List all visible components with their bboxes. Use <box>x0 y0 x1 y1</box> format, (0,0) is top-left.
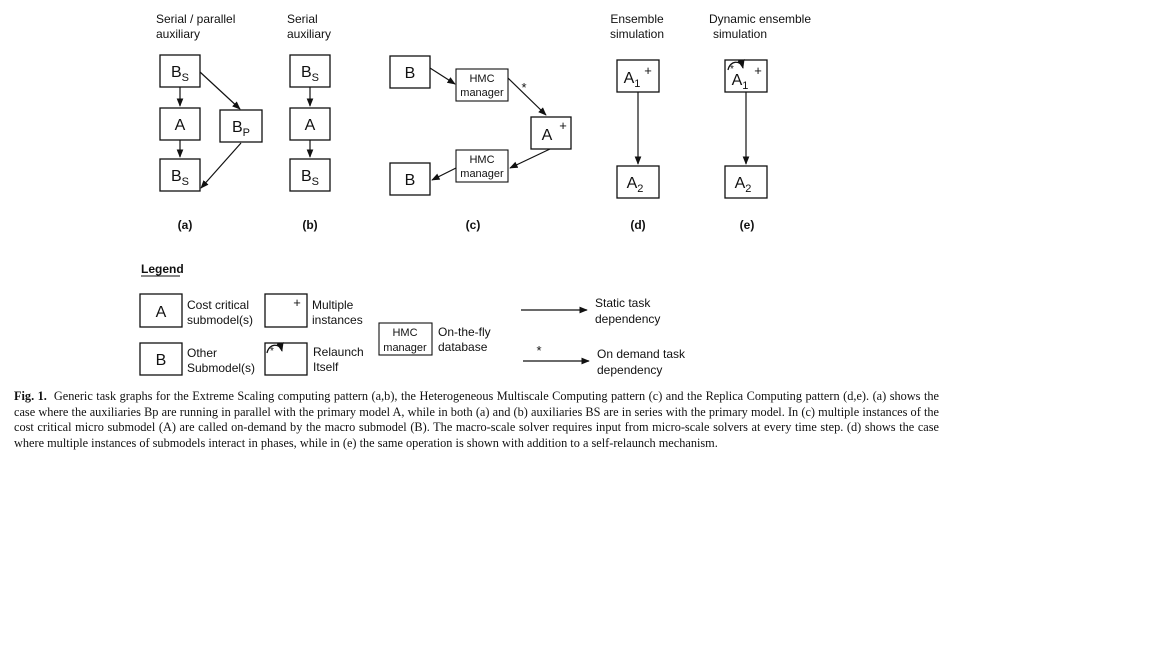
legend-cost-critical-line1: Cost critical <box>187 298 249 312</box>
legend-multiple-line2: instances <box>312 313 363 327</box>
node-b-top-label: B <box>405 65 416 82</box>
node-a <box>530 116 572 150</box>
panel-d-header-line1: Ensemble <box>610 12 664 26</box>
legend-cost-critical-box <box>139 293 183 328</box>
panel-d-label: (d) <box>630 218 645 232</box>
legend-relaunch-line2: Itself <box>313 360 339 374</box>
arrow-bp-to-bs <box>200 142 242 189</box>
legend-relaunch-line1: Relaunch <box>313 345 364 359</box>
node-b-top <box>389 55 431 89</box>
legend-relaunch-box <box>264 342 308 376</box>
legend-on-demand-line1: On demand task <box>597 347 686 361</box>
panel-a-label: (a) <box>178 218 193 232</box>
node-a1-plus: + <box>644 63 652 78</box>
figure-caption-text: Generic task graphs for the Extreme Scal… <box>14 389 939 450</box>
panel-d: Ensemble simulation A1 + A2 (d) <box>610 12 664 232</box>
hmc-manager-bot-line2: manager <box>460 168 504 180</box>
legend-cost-critical-symbol: A <box>156 304 167 321</box>
legend-other-line1: Other <box>187 346 217 360</box>
legend-static-line2: dependency <box>595 312 660 326</box>
node-a-mid-label: A <box>305 117 316 134</box>
node-a2-label: A2 <box>735 175 752 195</box>
node-a-plus: + <box>559 118 567 133</box>
legend-other-line2: Submodel(s) <box>187 361 255 375</box>
arrow-a-to-manager <box>509 148 551 169</box>
node-a-label: A <box>542 127 553 144</box>
panel-b-header-line1: Serial <box>287 12 318 26</box>
legend-cost-critical-line2: submodel(s) <box>187 313 253 327</box>
node-a1-label: A1 <box>624 70 641 90</box>
node-bs-top <box>159 54 201 88</box>
node-bs-bot-label: BS <box>301 168 319 188</box>
panel-b-header-line2: auxiliary <box>287 27 331 41</box>
node-bp <box>219 109 263 143</box>
legend-on-demand-star: * <box>536 343 541 358</box>
legend-static-line1: Static task <box>595 296 651 310</box>
node-a2-label: A2 <box>627 175 644 195</box>
hmc-manager-top-line2: manager <box>460 87 504 99</box>
panel-e-header-line1: Dynamic ensemble <box>709 12 811 26</box>
relaunch-loop-icon <box>727 59 745 71</box>
figure-caption: Fig. 1. Generic task graphs for the Extr… <box>14 389 939 451</box>
panel-c: B HMC manager A + HMC manager B * (c) <box>389 55 572 232</box>
task-graph-figure: Serial / parallel auxiliary BS A BP BS (… <box>139 12 811 377</box>
panel-e: Dynamic ensemble simulation * A1 + A2 (e… <box>709 12 811 232</box>
panel-d-header-line2: simulation <box>610 27 664 41</box>
legend-database-box <box>378 322 433 356</box>
hmc-manager-top <box>455 68 509 102</box>
node-bp-label: BP <box>232 119 250 139</box>
node-bs-bot <box>289 158 331 192</box>
legend-title: Legend <box>141 262 184 276</box>
legend-other-symbol: B <box>156 352 167 369</box>
node-a2 <box>724 165 768 199</box>
hmc-manager-bot-line1: HMC <box>469 154 494 166</box>
panel-e-header-line2: simulation <box>713 27 767 41</box>
node-bs-bot <box>159 158 201 192</box>
node-a1-label: A1 <box>732 72 749 92</box>
node-a1 <box>616 59 660 93</box>
legend-multiple-box <box>264 293 308 328</box>
legend-relaunch-symbol: * <box>270 346 274 357</box>
node-b-bot-label: B <box>405 172 416 189</box>
legend-multiple-line1: Multiple <box>312 298 354 312</box>
node-a1-plus: + <box>754 63 762 78</box>
node-a-mid <box>159 107 201 141</box>
node-bs-top <box>289 54 331 88</box>
on-demand-star: * <box>521 80 526 95</box>
panel-b: Serial auxiliary BS A BS (b) <box>287 12 331 232</box>
panel-a-header-line2: auxiliary <box>156 27 200 41</box>
node-bs-bot-label: BS <box>171 168 189 188</box>
legend-database-line1: On-the-fly <box>438 325 491 339</box>
hmc-manager-bot <box>455 149 509 183</box>
legend-multiple-symbol: + <box>293 295 301 310</box>
legend: Legend A Cost critical submodel(s) B Oth… <box>139 262 686 377</box>
arrow-b-to-manager <box>429 67 456 85</box>
legend-database-line2: database <box>438 340 488 354</box>
arrow-bs-to-bp <box>199 71 241 110</box>
arrow-manager-to-b <box>431 167 457 181</box>
panel-a: Serial / parallel auxiliary BS A BP BS (… <box>156 12 263 232</box>
panel-b-label: (b) <box>302 218 317 232</box>
node-b-bot <box>389 162 431 196</box>
node-a1-star: * <box>730 64 734 75</box>
legend-database-box-line1: HMC <box>392 327 417 339</box>
hmc-manager-top-line1: HMC <box>469 73 494 85</box>
legend-relaunch-loop-icon <box>266 342 284 354</box>
legend-database-box-line2: manager <box>383 342 427 354</box>
node-bs-top-label: BS <box>171 64 189 84</box>
panel-e-label: (e) <box>740 218 755 232</box>
node-a2 <box>616 165 660 199</box>
arrow-manager-to-a <box>507 77 547 116</box>
node-bs-top-label: BS <box>301 64 319 84</box>
node-a-mid-label: A <box>175 117 186 134</box>
figure-caption-label: Fig. 1. <box>14 389 47 403</box>
panel-c-label: (c) <box>466 218 481 232</box>
legend-other-box <box>139 342 183 376</box>
legend-on-demand-line2: dependency <box>597 363 662 377</box>
panel-a-header-line1: Serial / parallel <box>156 12 235 26</box>
